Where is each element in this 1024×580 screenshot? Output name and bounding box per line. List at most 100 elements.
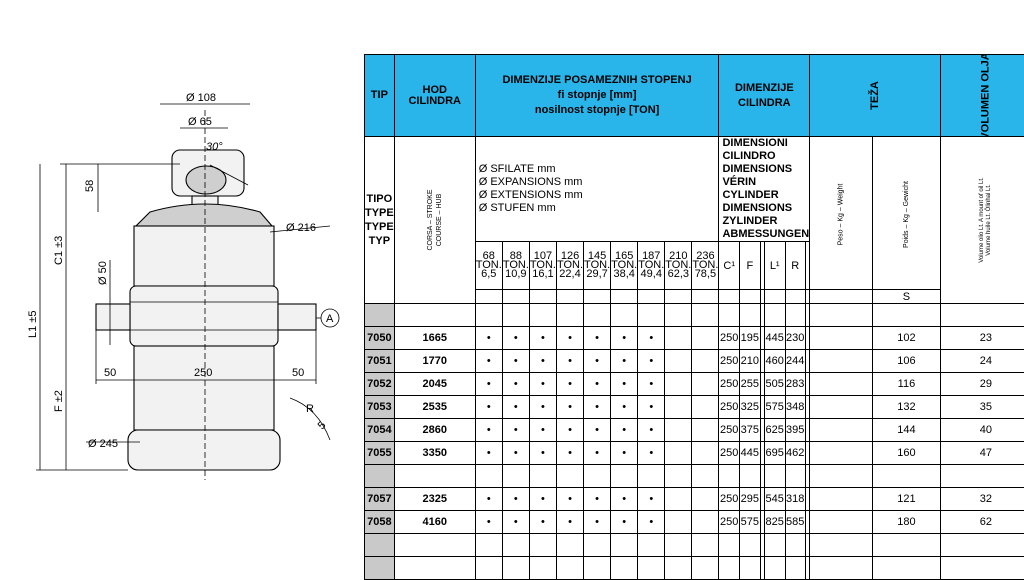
dim-l1: L1 ±5: [27, 311, 39, 338]
cell: [719, 304, 740, 327]
cell: [529, 534, 556, 557]
stage-dot: •: [584, 511, 611, 534]
cell: [611, 304, 638, 327]
cell: [785, 465, 805, 488]
stage-empty: [692, 419, 719, 442]
l-cell: 625: [764, 419, 785, 442]
r-cell: 462: [785, 442, 805, 465]
cell: [394, 465, 475, 488]
stage-dot: •: [638, 327, 665, 350]
cell: [940, 304, 1024, 327]
stage-dot: •: [584, 327, 611, 350]
cell: [584, 465, 611, 488]
header-teza-label: TEŽA: [868, 81, 883, 110]
cell: [665, 557, 692, 580]
dim-58: 58: [84, 180, 96, 192]
stage-dot: •: [556, 419, 583, 442]
stage-dot: •: [529, 327, 556, 350]
stage-empty: [665, 488, 692, 511]
header-hod: HOD CILINDRA: [394, 55, 475, 137]
spec-table: TIP HOD CILINDRA DIMENZIJE POSAMEZNIH ST…: [364, 54, 1024, 580]
stage-empty: [665, 373, 692, 396]
sub-dimcil-fr: DIMENSIONS VÉRIN: [722, 163, 809, 189]
sub-poids-label: Poids – Kg – Gewicht: [903, 181, 910, 248]
stage-dot: •: [475, 327, 502, 350]
code-cell: 7051: [365, 350, 395, 373]
l-cell: 825: [764, 511, 785, 534]
stage-dot: •: [529, 396, 556, 419]
l-cell: 575: [764, 396, 785, 419]
cell: [719, 557, 740, 580]
stage-empty: [692, 442, 719, 465]
stage-empty: [692, 327, 719, 350]
cell: [394, 557, 475, 580]
code-cell: 7050: [365, 327, 395, 350]
l-cell: 505: [764, 373, 785, 396]
empty-cell: [810, 396, 873, 419]
r-cell: 244: [785, 350, 805, 373]
stage-empty: [665, 511, 692, 534]
empty-cell: [810, 488, 873, 511]
header-stages-title: DIMENZIJE POSAMEZNIH STOPENJ: [476, 73, 719, 88]
sub-poids: Poids – Kg – Gewicht: [872, 137, 940, 290]
empty-cell: [810, 373, 873, 396]
col-empty-2: [805, 242, 809, 290]
stage-empty: [665, 350, 692, 373]
stage-dot: •: [556, 488, 583, 511]
header-stages-nosil: nosilnost stopnje [TON]: [476, 103, 719, 118]
stroke-cell: 2535: [394, 396, 475, 419]
c-cell: 250: [719, 350, 740, 373]
stage-dot: •: [584, 442, 611, 465]
cell: [665, 534, 692, 557]
stage-dot: •: [502, 373, 529, 396]
stage-dot: •: [611, 419, 638, 442]
stage-dot: •: [529, 350, 556, 373]
cell: [764, 304, 785, 327]
dim-r: R: [306, 403, 314, 415]
code-cell: [365, 534, 395, 557]
sub-vol: Volume olio Lt. A mount of oil Lt. Volum…: [940, 137, 1024, 304]
stage-empty: [692, 373, 719, 396]
c-cell: 250: [719, 442, 740, 465]
stroke-cell: 2045: [394, 373, 475, 396]
blank-row: [365, 304, 1024, 327]
f-cell: 375: [740, 419, 761, 442]
cell: [584, 557, 611, 580]
cell: [556, 534, 583, 557]
sub-stroke: CORSA – STROKE COURSE – HUB: [394, 137, 475, 304]
cell: [719, 465, 740, 488]
cell: [475, 304, 502, 327]
cell: [810, 304, 873, 327]
stroke-cell: 3350: [394, 442, 475, 465]
cell: [638, 534, 665, 557]
cell: [692, 557, 719, 580]
cylinder-ring: [130, 286, 278, 346]
cell: [764, 534, 785, 557]
empty-cell: [810, 350, 873, 373]
dim-5: 5: [316, 419, 329, 432]
volume-cell: 35: [940, 396, 1024, 419]
volume-cell: 47: [940, 442, 1024, 465]
code-cell: 7055: [365, 442, 395, 465]
weight-cell: 160: [872, 442, 940, 465]
cell: [502, 465, 529, 488]
stroke-cell: 4160: [394, 511, 475, 534]
r-cell: 230: [785, 327, 805, 350]
cell: [872, 465, 940, 488]
volume-cell: 40: [940, 419, 1024, 442]
sub-stage-labels: Ø SFILATE mm Ø EXPANSIONS mm Ø EXTENSION…: [475, 137, 719, 242]
volume-cell: 23: [940, 327, 1024, 350]
l-cell: 695: [764, 442, 785, 465]
stage-dot: •: [502, 327, 529, 350]
cylinder-drawing: Ø 108 Ø 65 30° 58 C1 ±3 L1 ±5 F ±2 Ø 50 …: [0, 0, 360, 576]
l-cell: 460: [764, 350, 785, 373]
cell: [665, 304, 692, 327]
sub-stufen: Ø STUFEN mm: [479, 202, 719, 215]
header-stages: DIMENZIJE POSAMEZNIH STOPENJ fi stopnje …: [475, 55, 719, 137]
col-s: S: [872, 290, 940, 304]
